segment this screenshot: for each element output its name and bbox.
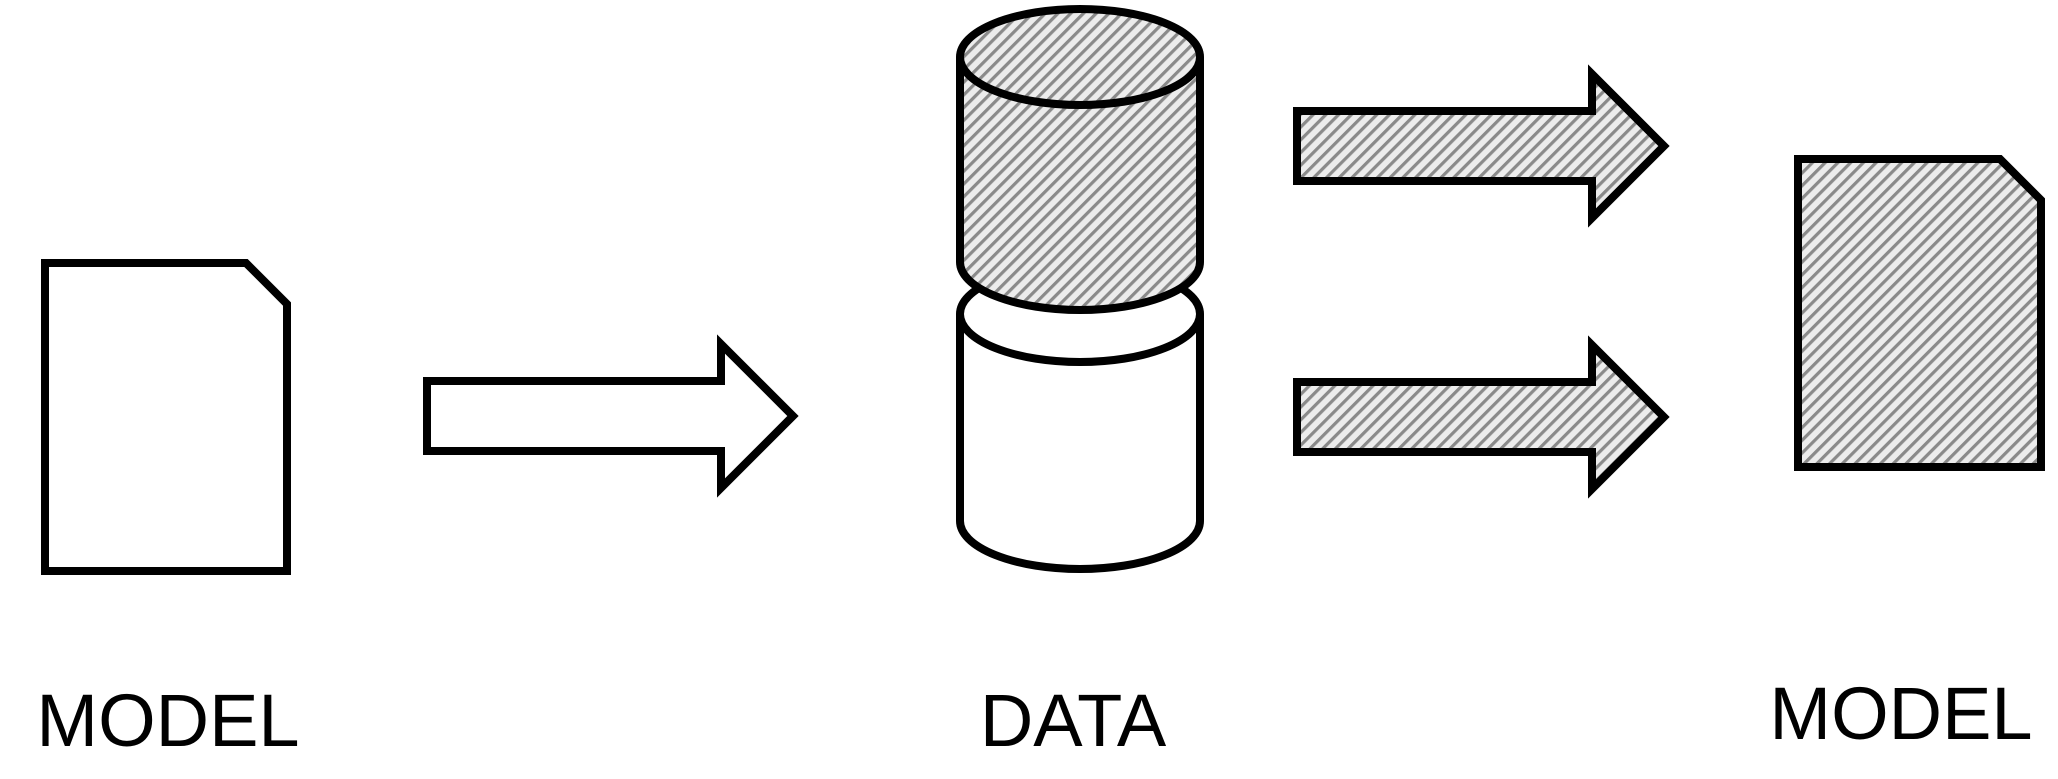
data-label: DATA xyxy=(980,679,1167,762)
arrow-data-to-model-lower-icon xyxy=(1293,335,1670,499)
arrow-data-to-model-upper-icon xyxy=(1293,64,1670,228)
source-model-document-icon xyxy=(41,259,291,575)
target-model-document-icon xyxy=(1794,155,2045,471)
data-cylinder-top-icon xyxy=(956,5,1204,314)
target-model-label: MODEL xyxy=(1769,672,2032,755)
source-model-label: MODEL xyxy=(36,679,299,762)
arrow-model-to-data-icon xyxy=(423,334,799,498)
